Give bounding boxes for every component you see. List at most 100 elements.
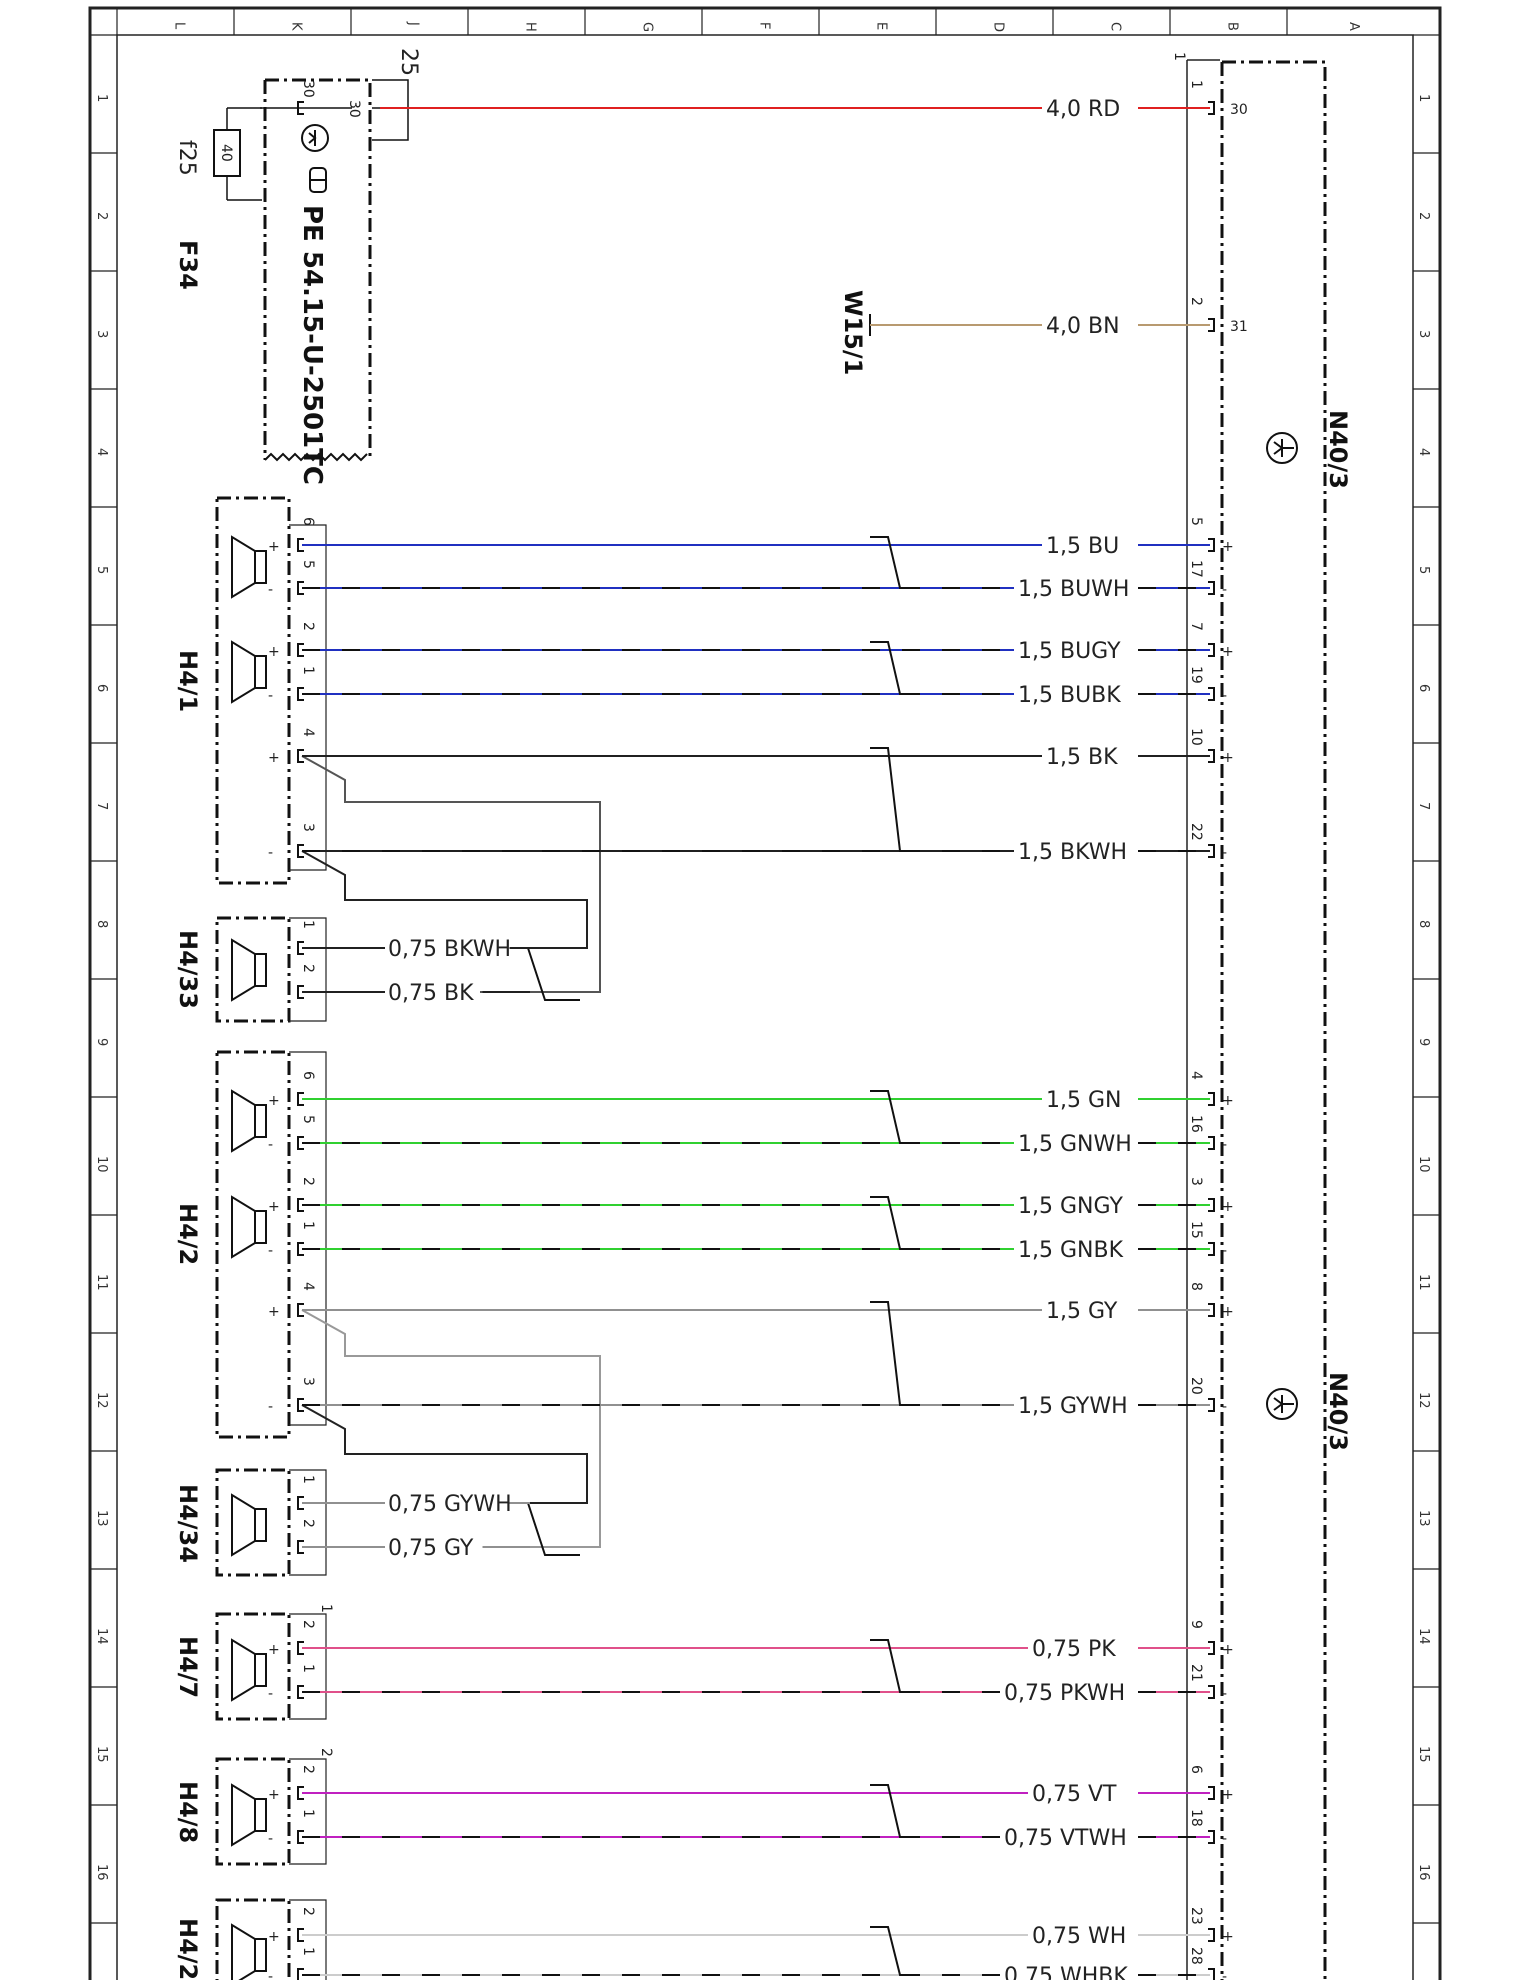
connector-pin-right [1208,1303,1215,1317]
speaker-pin-number: 1 [300,1221,316,1230]
wire-label: 0,75 WH [1032,1924,1126,1949]
wire-1-5-bu: 1,5 BU5+6+ [268,517,1234,559]
speaker-pin-number: 1 [300,920,316,929]
connector-pin-left [297,1685,304,1699]
amplifier-pin-number: 8 [1188,1282,1204,1291]
speaker-icon-coil [254,1104,267,1138]
grid-row-label-left-9: 9 [94,1038,109,1046]
connector-pin-left [297,687,304,701]
speaker-icon [231,1195,267,1259]
local-wire-0-75-bkwh: 0,75 BKWH 1 [297,920,530,962]
grid-col-label-j: J [406,21,421,26]
fuse-part-number: PE 54.15-U-2501TC [297,205,327,485]
speaker-polarity-sign: + [268,644,280,660]
speaker-pin-number: 2 [300,1620,316,1629]
speaker-pin-number: 2 [300,964,316,973]
jumper-wires [301,755,601,1556]
grid-row-label-right-8: 8 [1416,920,1431,928]
inner-frame [116,34,1414,1985]
speaker-pin-number: 2 [300,1177,316,1186]
speaker-icon [231,640,267,704]
speaker-icon-coil [254,1508,267,1542]
connector-pin-right [1208,1136,1215,1150]
speaker-pin-number: 5 [300,560,316,569]
wire-0-75-vt: 0,75 VT6+2+ [268,1765,1234,1807]
speaker-icon [231,1089,267,1153]
speaker-labels: H4/1 H4/33 H4/2 H4/34 H4/7 H4/8 H4/2 1 2 [174,650,334,1980]
grid-row-label-left-10: 10 [94,1156,109,1173]
grid-row-label-left-4: 4 [94,448,109,456]
speaker-icon [231,535,267,599]
amplifier-pin-number: 17 [1188,560,1204,578]
speaker-icon-coil [254,550,267,584]
wire-label: 0,75 VT [1032,1782,1117,1807]
grid-row-label-left-12: 12 [94,1392,109,1409]
wire-label: 1,5 GNWH [1018,1132,1132,1157]
connector-pin-left [297,101,304,115]
polarity-sign: - [1222,845,1227,861]
twisted-pair-marker [870,1090,920,1144]
speaker-icon-cone [231,1493,256,1557]
speaker-icon-cone [231,535,256,599]
amplifier-symbol-top-icon [1266,432,1298,464]
connector-pin-left [297,643,304,657]
polarity-sign: - [1222,1399,1227,1415]
speaker-code-h4-33: H4/33 [174,930,202,1009]
connector-pin-left [297,1136,304,1150]
connector-pin-left [297,1928,304,1942]
grid-col-label-e: E [874,22,889,30]
connector-pin-left [297,844,304,858]
wire-1-5-gn: 1,5 GN4+6+ [268,1071,1234,1113]
speaker-icon-cone [231,938,256,1002]
speaker-pin-number: 4 [300,728,316,737]
speaker-polarity-sign: + [268,539,280,555]
grid-row-label-left-11: 11 [94,1274,109,1291]
speaker-enclosures [215,496,291,1985]
grid-row-label-right-12: 12 [1416,1392,1431,1409]
connector-pin-right [1208,1398,1215,1412]
wire-label: 1,5 GY [1046,1299,1118,1324]
grid-col-label-g: G [640,22,655,32]
speaker-polarity-sign: + [268,1304,280,1320]
wire-label: 1,5 BUGY [1018,639,1121,664]
amplifier-pin-number: 19 [1188,666,1204,684]
grid-row-label-left-5: 5 [94,566,109,574]
connector-pin-right [1208,1242,1215,1256]
speaker-code-h4-2b: H4/2 [174,1918,202,1980]
speaker-icon-cone [231,640,256,704]
wire-1-5-gy: 1,5 GY8+4+ [268,1282,1234,1324]
connector-pin-right [1208,687,1215,701]
fuse-block-ref: 25 [396,48,421,76]
grid-row-label-right-3: 3 [1416,330,1431,338]
speaker-icons [231,535,267,1985]
local-wire-0-75-gy: 0,75 GY2 [297,1519,530,1561]
speaker-pin-number: 1 [300,666,316,675]
connector-pin-right [1208,538,1215,552]
speaker-polarity-sign: - [268,1831,273,1847]
speaker-icon [231,938,267,1002]
ground-w15-1: W15/1 [839,290,871,375]
speaker-polarity-sign: - [268,1243,273,1259]
ground-code: W15/1 [839,290,867,375]
speaker-ref-h4-7: 1 [318,1604,334,1613]
local-wire-label: 0,75 BKWH [388,937,511,962]
fuse-block-terminal: 30 [346,100,362,118]
wire-label: 4,0 BN [1046,314,1120,339]
wire-label: 1,5 GNGY [1018,1194,1123,1219]
wire-label: 1,5 BUWH [1018,577,1129,602]
speaker-icon-coil [254,953,267,987]
speaker-code-h4-1: H4/1 [174,650,202,712]
polarity-sign: + [1222,1787,1234,1803]
polarity-sign: - [1222,688,1227,704]
grid-col-label-f: F [757,22,772,29]
amplifier-pin-number: 1 [1188,80,1204,89]
